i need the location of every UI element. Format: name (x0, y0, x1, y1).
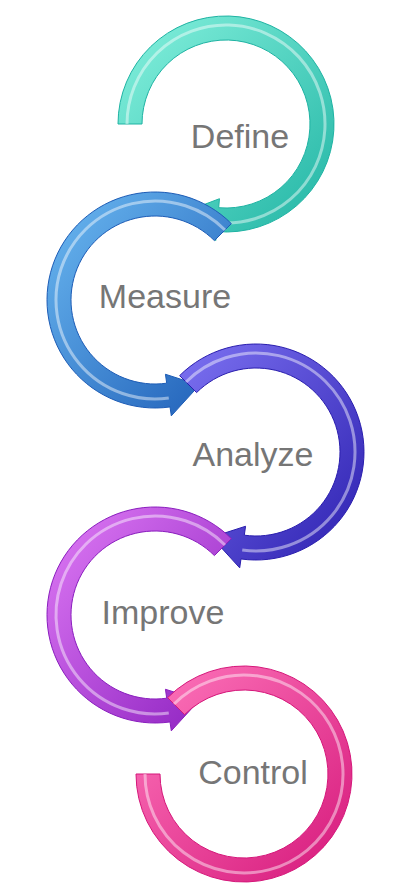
step-label: Analyze (193, 436, 314, 473)
step-label: Measure (99, 278, 231, 315)
cycle-step: Improve (25, 485, 285, 745)
step-label: Define (191, 118, 289, 155)
arrow-highlight (186, 353, 355, 551)
step-label: Improve (102, 594, 225, 631)
cycle-step: Analyze (126, 322, 386, 582)
step-label: Control (198, 754, 308, 791)
cycle-step: Control (114, 644, 374, 891)
arrow-band (136, 666, 352, 882)
cycle-step: Measure (25, 170, 285, 430)
arrow-highlight (145, 675, 343, 873)
